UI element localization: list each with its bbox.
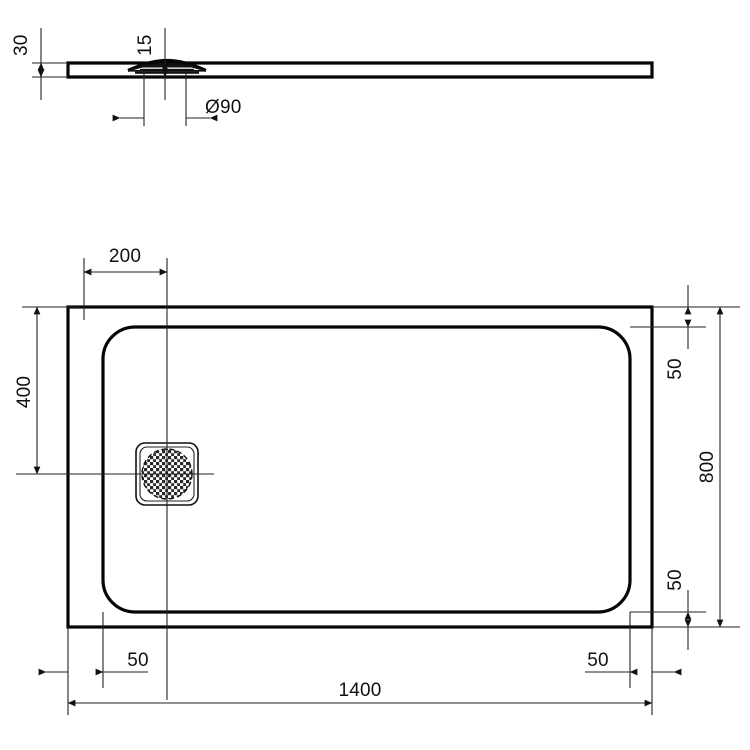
dim-label-edge-left: 50	[127, 650, 149, 671]
tray-basin-outline	[101, 325, 632, 614]
dim-overall-length-1400: 1400	[67, 627, 653, 715]
dim-label-overall-width: 800	[697, 451, 718, 483]
dim-label-edge-bottom: 50	[665, 569, 686, 591]
section-view-group	[32, 58, 654, 79]
dim-label-edge-top: 50	[665, 358, 686, 380]
dim-edge-left-50: 50	[38, 612, 149, 688]
dim-label-drain-offset-y: 400	[14, 376, 35, 408]
dim-label-drain-depth: 15	[135, 34, 156, 56]
dim-label-drain-offset-x: 200	[109, 246, 141, 267]
dim-label-drain-diameter: Ø90	[205, 97, 242, 118]
dim-drain-offset-200: 200	[83, 246, 168, 320]
dim-edge-bottom-50: 50	[630, 569, 706, 650]
plan-view-group	[16, 258, 654, 700]
dim-label-overall-length: 1400	[338, 680, 381, 701]
dim-label-thickness: 30	[11, 34, 32, 56]
dim-drain-offset-400: 400	[14, 306, 80, 475]
dim-edge-top-50: 50	[630, 285, 706, 380]
dim-edge-right-50: 50	[585, 612, 682, 688]
dim-drain-depth-15: 15	[135, 28, 169, 100]
tray-section-outline	[66, 61, 654, 79]
dim-drain-diameter-90: Ø90	[112, 72, 242, 126]
dim-label-edge-right: 50	[587, 650, 609, 671]
tray-outer-outline	[66, 305, 654, 629]
dim-thickness-30: 30	[11, 28, 45, 100]
dim-overall-width-800: 800	[652, 306, 740, 628]
